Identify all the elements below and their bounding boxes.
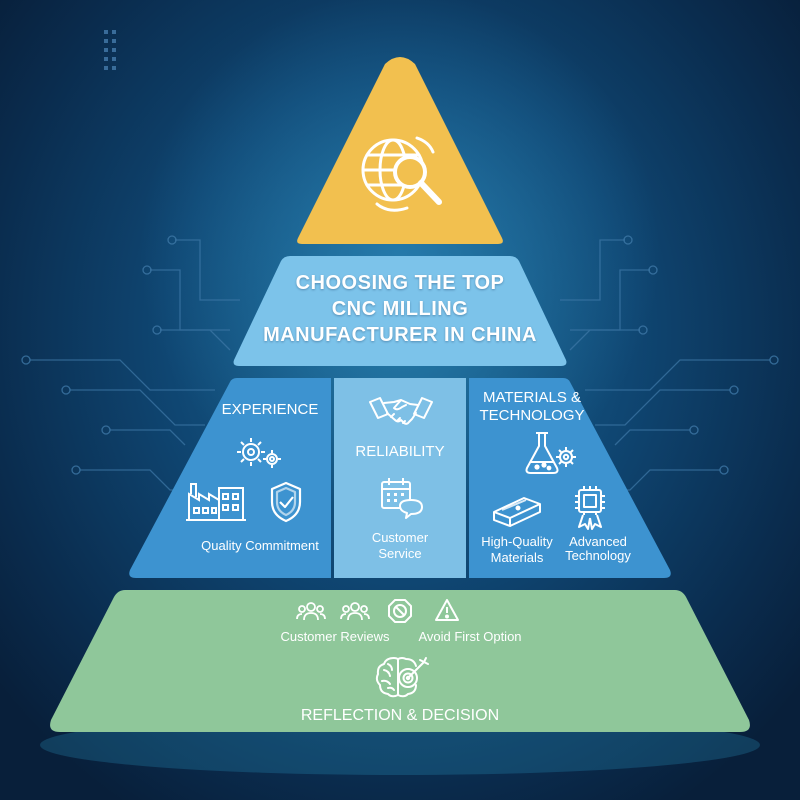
gears-icon bbox=[237, 438, 281, 468]
chip-award-icon bbox=[575, 486, 605, 530]
title-line-3: MANUFACTURER IN CHINA bbox=[263, 324, 537, 346]
customer-service-line-1: Customer bbox=[371, 530, 429, 545]
reflection-decision-title: REFLECTION & DECISION bbox=[300, 707, 500, 724]
materials-heading-line-1: MATERIALS & bbox=[482, 389, 582, 406]
title-line-1: CHOOSING THE TOP bbox=[295, 272, 505, 294]
title-line-2: CNC MILLING bbox=[331, 298, 469, 320]
material-block-icon bbox=[493, 497, 541, 527]
quality-commitment-caption: Quality Commitment bbox=[201, 538, 319, 553]
warning-icon bbox=[435, 599, 459, 621]
shield-check-icon bbox=[270, 481, 302, 523]
handshake-icon bbox=[369, 397, 433, 425]
factory-icon bbox=[186, 483, 246, 521]
people-group-icon bbox=[296, 602, 326, 621]
reliability-heading: RELIABILITY bbox=[355, 443, 445, 460]
customer-reviews-caption: Customer Reviews bbox=[280, 629, 390, 644]
globe-search-icon bbox=[361, 136, 442, 212]
no-symbol-icon bbox=[388, 599, 412, 623]
pyramid-top-tier bbox=[297, 57, 503, 244]
materials-technology-panel bbox=[469, 378, 671, 578]
experience-heading: EXPERIENCE bbox=[221, 401, 319, 418]
brain-target-icon bbox=[375, 657, 429, 698]
calendar-chat-icon bbox=[381, 478, 423, 519]
customer-service-line-2: Service bbox=[378, 546, 422, 561]
people-group-icon bbox=[340, 602, 370, 621]
reliability-panel bbox=[334, 378, 466, 578]
materials-heading-line-2: TECHNOLOGY bbox=[479, 407, 585, 424]
advanced-technology-line-1: Advanced bbox=[569, 534, 627, 549]
advanced-technology-line-2: Technology bbox=[565, 548, 631, 563]
experience-panel bbox=[129, 378, 331, 578]
high-quality-materials-line-1: High-Quality bbox=[481, 534, 553, 549]
pyramid-bottom-tier bbox=[50, 590, 750, 732]
high-quality-materials-line-2: Materials bbox=[490, 550, 544, 565]
pyramid-title-tier bbox=[233, 256, 567, 366]
flask-gear-icon bbox=[525, 432, 576, 474]
avoid-first-option-caption: Avoid First Option bbox=[418, 629, 522, 644]
